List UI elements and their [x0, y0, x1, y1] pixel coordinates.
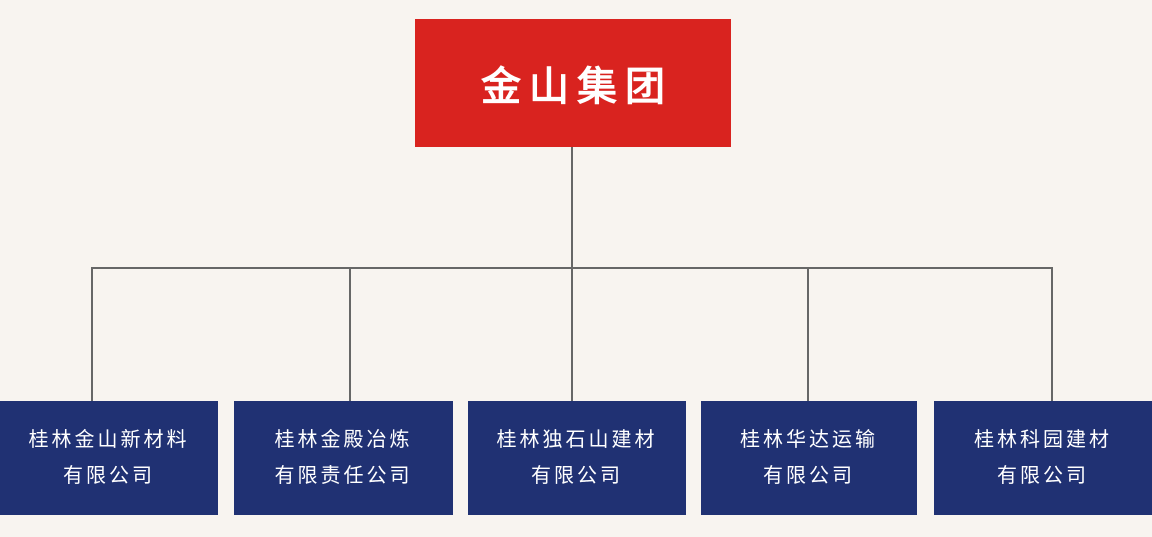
- org-node-child-1: 桂林金山新材料 有限公司: [0, 401, 218, 515]
- org-node-child-4-line2: 有限公司: [763, 465, 855, 487]
- org-node-child-5: 桂林科园建材 有限公司: [934, 401, 1152, 515]
- org-node-child-2-line1: 桂林金殿冶炼: [274, 429, 413, 451]
- org-node-child-3-line1: 桂林独石山建材: [496, 429, 658, 451]
- org-node-child-3-line2: 有限公司: [531, 465, 623, 487]
- org-node-child-5-line1: 桂林科园建材: [974, 429, 1112, 451]
- org-node-child-5-line2: 有限公司: [997, 465, 1089, 487]
- org-node-child-1-line2: 有限公司: [63, 465, 155, 487]
- org-node-child-2: 桂林金殿冶炼 有限责任公司: [234, 401, 453, 515]
- org-node-child-1-line1: 桂林金山新材料: [28, 429, 190, 451]
- connector-drop-2: [349, 267, 351, 401]
- org-node-child-4: 桂林华达运输 有限公司: [701, 401, 917, 515]
- org-node-child-3: 桂林独石山建材 有限公司: [468, 401, 686, 515]
- connector-drop-5: [1051, 267, 1053, 401]
- connector-drop-1: [91, 267, 93, 401]
- org-node-root: 金山集团: [415, 19, 731, 147]
- org-node-child-4-line1: 桂林华达运输: [740, 429, 878, 451]
- org-node-root-label: 金山集团: [481, 65, 673, 109]
- connector-root-stem: [571, 147, 573, 268]
- connector-drop-4: [807, 267, 809, 401]
- org-node-child-2-line2: 有限责任公司: [274, 465, 413, 487]
- connector-drop-3: [571, 267, 573, 401]
